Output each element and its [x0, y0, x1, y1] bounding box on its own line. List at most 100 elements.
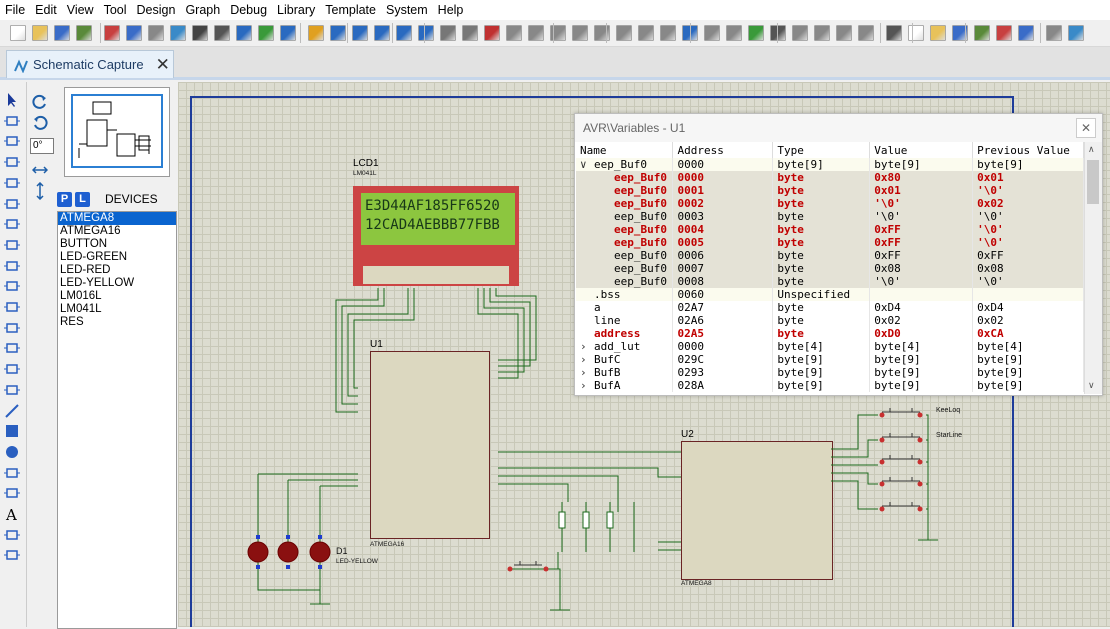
- toolbar-tool-32-icon[interactable]: [726, 25, 742, 41]
- component-mode-icon[interactable]: [3, 113, 21, 129]
- toolbar-tool-34-icon[interactable]: [770, 25, 786, 41]
- component-icon[interactable]: [126, 25, 142, 41]
- menu-view[interactable]: View: [66, 3, 94, 17]
- device-item-led-red[interactable]: LED-RED: [60, 264, 111, 276]
- device-item-res[interactable]: RES: [60, 316, 84, 328]
- tape-icon[interactable]: [3, 299, 21, 315]
- column-header-previous-value[interactable]: Previous Value: [972, 142, 1084, 158]
- lcd-display[interactable]: E3D44AF185FF6520 12CAD4AEBBB77FBB: [353, 186, 519, 286]
- back-icon[interactable]: [170, 25, 186, 41]
- tab-schematic-capture[interactable]: Schematic Capture ✕: [6, 50, 174, 78]
- new-icon[interactable]: [10, 25, 26, 41]
- mirror-vertical-button[interactable]: [33, 181, 47, 201]
- device-item-led-yellow[interactable]: LED-YELLOW: [60, 277, 135, 289]
- expand-toggle-icon[interactable]: ›: [580, 340, 587, 353]
- toolbar-tool-24-icon[interactable]: [550, 25, 566, 41]
- toolbar-tool-26-icon[interactable]: [594, 25, 610, 41]
- home-icon[interactable]: [104, 25, 120, 41]
- circle-icon[interactable]: [3, 444, 21, 460]
- instrument-icon[interactable]: [3, 382, 21, 398]
- bus-icon[interactable]: [3, 196, 21, 212]
- menu-design[interactable]: Design: [136, 3, 176, 17]
- toolbar-tool-18-icon[interactable]: [418, 25, 434, 41]
- toolbar-tool-14-icon[interactable]: [330, 25, 346, 41]
- wire-label-icon[interactable]: [3, 154, 21, 170]
- device-item-led-green[interactable]: LED-GREEN: [60, 251, 128, 263]
- subcircuit-icon[interactable]: [3, 216, 21, 232]
- expand-toggle-icon[interactable]: ›: [580, 353, 587, 366]
- open-icon[interactable]: [32, 25, 48, 41]
- column-header-value[interactable]: Value: [869, 142, 974, 158]
- pin-icon[interactable]: [3, 258, 21, 274]
- toolbar-tool-39-icon[interactable]: [886, 25, 902, 41]
- toolbar-tool-12-icon[interactable]: [280, 25, 296, 41]
- variables-scrollbar[interactable]: ∧ ∨: [1084, 142, 1102, 394]
- expand-toggle-icon[interactable]: ›: [580, 379, 587, 392]
- toolbar-tool-23-icon[interactable]: [528, 25, 544, 41]
- toolbar-tool-28-icon[interactable]: [638, 25, 654, 41]
- toolbar-tool-44-icon[interactable]: [996, 25, 1012, 41]
- tab-close-icon[interactable]: ✕: [155, 54, 170, 74]
- menu-system[interactable]: System: [385, 3, 428, 17]
- marker-icon[interactable]: [3, 547, 21, 563]
- toolbar-tool-15-icon[interactable]: [352, 25, 368, 41]
- toolbar-tool-41-icon[interactable]: [930, 25, 946, 41]
- toolbar-tool-37-icon[interactable]: [836, 25, 852, 41]
- select-mode-icon[interactable]: [3, 92, 21, 108]
- overview-viewport[interactable]: [71, 94, 163, 168]
- variables-close-icon[interactable]: ✕: [1076, 118, 1096, 138]
- refresh-icon[interactable]: [192, 25, 208, 41]
- expand-toggle-icon[interactable]: ∨: [580, 158, 587, 171]
- symbol-icon[interactable]: [3, 527, 21, 543]
- import-icon[interactable]: [76, 25, 92, 41]
- u1-chip[interactable]: [370, 351, 490, 539]
- toolbar-tool-40-icon[interactable]: [908, 25, 924, 41]
- toolbar-tool-43-icon[interactable]: [974, 25, 990, 41]
- junction-icon[interactable]: [3, 133, 21, 149]
- box-icon[interactable]: [3, 423, 21, 439]
- menu-debug[interactable]: Debug: [230, 3, 268, 17]
- toolbar-tool-13-icon[interactable]: [308, 25, 324, 41]
- arc-icon[interactable]: [3, 465, 21, 481]
- device-item-atmega8[interactable]: ATMEGA8: [58, 212, 176, 225]
- scroll-down-icon[interactable]: ∨: [1088, 380, 1095, 390]
- script-icon[interactable]: [214, 25, 230, 41]
- overview-window[interactable]: [64, 87, 170, 177]
- expand-toggle-icon[interactable]: ›: [580, 366, 587, 379]
- path-icon[interactable]: [3, 485, 21, 501]
- graph-icon[interactable]: [3, 278, 21, 294]
- menu-edit[interactable]: Edit: [35, 3, 57, 17]
- toolbar-tool-16-icon[interactable]: [374, 25, 390, 41]
- toolbar-tool-17-icon[interactable]: [396, 25, 412, 41]
- toolbar-tool-45-icon[interactable]: [1018, 25, 1034, 41]
- scroll-up-icon[interactable]: ∧: [1088, 144, 1095, 154]
- mirror-horizontal-button[interactable]: [31, 163, 49, 177]
- toolbar-tool-29-icon[interactable]: [660, 25, 676, 41]
- toolbar-tool-38-icon[interactable]: [858, 25, 874, 41]
- toolbar-tool-19-icon[interactable]: [440, 25, 456, 41]
- text-icon[interactable]: A: [3, 506, 21, 524]
- device-item-lm041l[interactable]: LM041L: [60, 303, 102, 315]
- generator-icon[interactable]: [3, 320, 21, 336]
- save-icon[interactable]: [54, 25, 70, 41]
- u2-chip[interactable]: [681, 441, 833, 580]
- probe-current-icon[interactable]: [3, 361, 21, 377]
- rotate-cw-button[interactable]: [32, 94, 48, 110]
- toolbar-tool-31-icon[interactable]: [704, 25, 720, 41]
- line-icon[interactable]: [3, 403, 21, 419]
